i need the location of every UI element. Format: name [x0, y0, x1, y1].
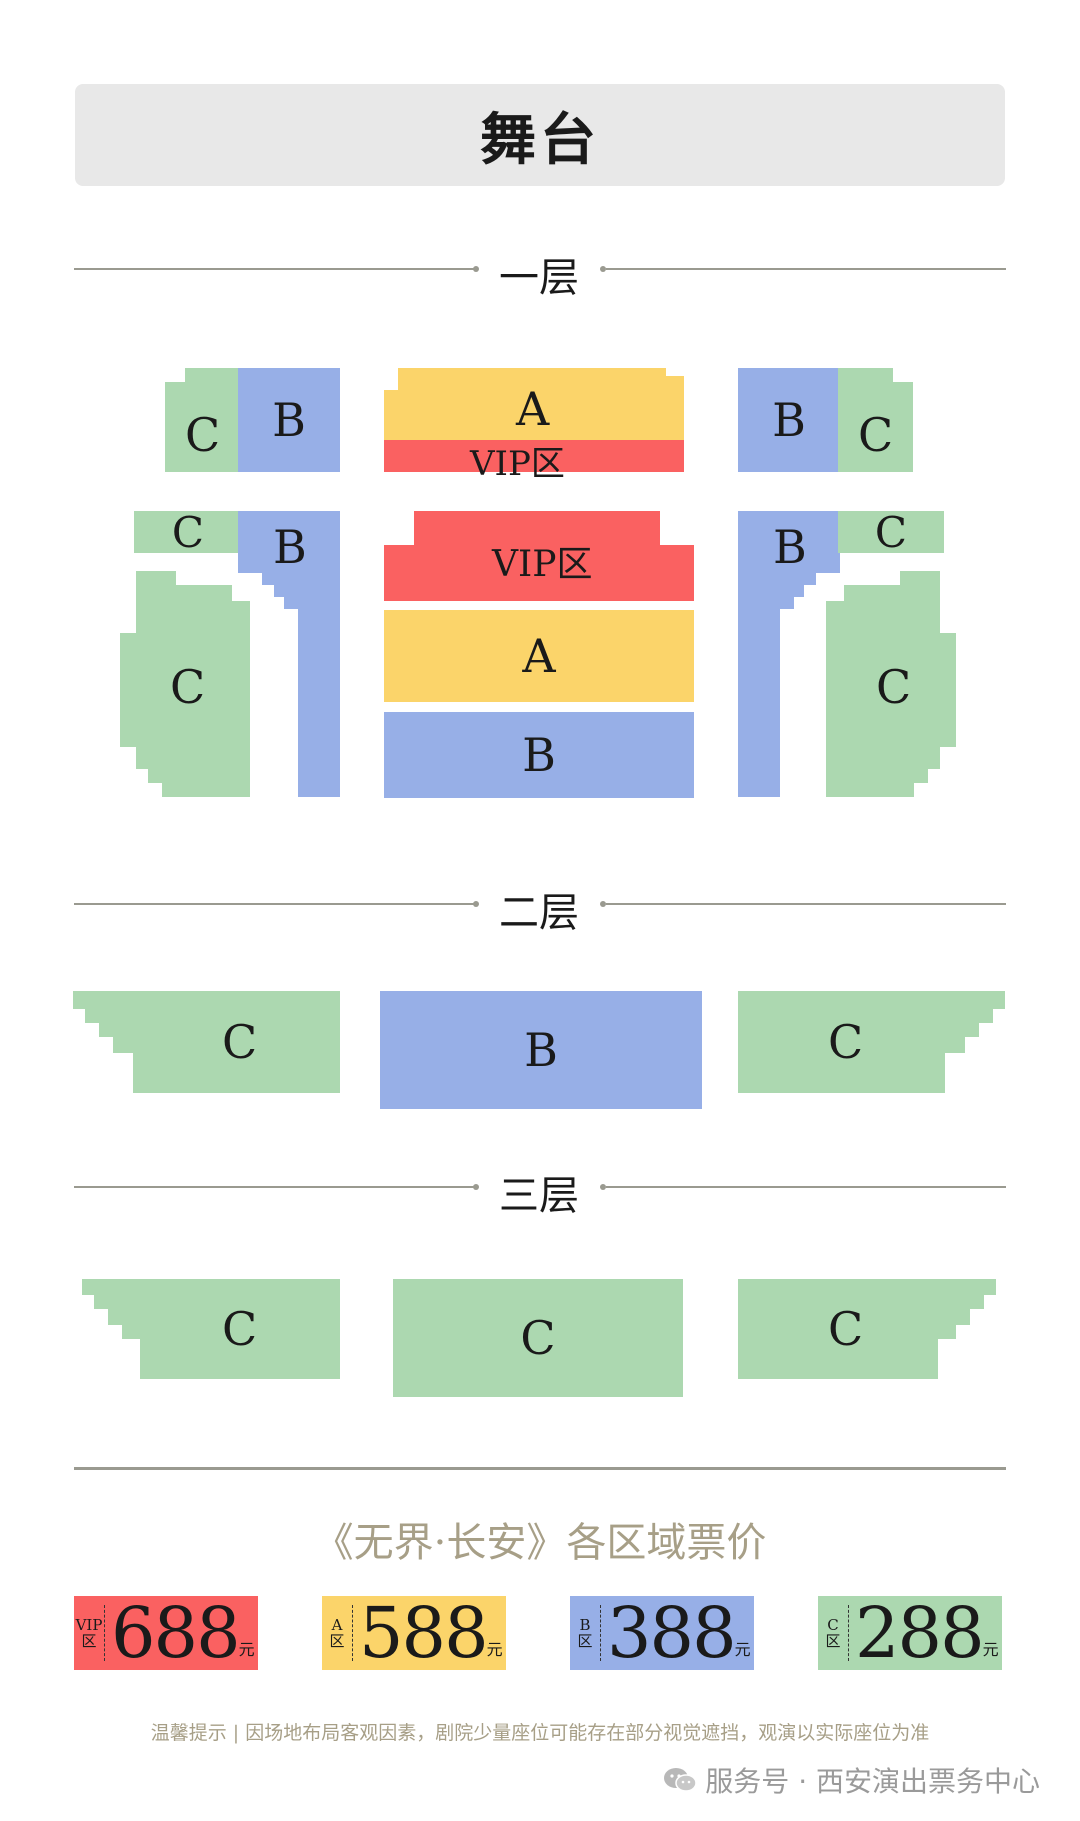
ticket-price: 588 — [359, 1592, 489, 1674]
zone-c-label: C — [520, 1311, 556, 1365]
zone-vip-center-upper — [384, 440, 684, 472]
zone-a-label: A — [516, 382, 550, 436]
footer-text: 服务号 · 西安演出票务中心 — [705, 1765, 1040, 1798]
zone-b-center-lower[interactable]: B — [384, 712, 694, 798]
ticket-tag: A 区 — [322, 1605, 353, 1661]
zone-a-center-upper[interactable] — [384, 368, 684, 472]
ticket-price: 688 — [111, 1592, 241, 1674]
zone-c-floor2-left[interactable] — [73, 991, 340, 1093]
zone-b-left-upper[interactable]: B — [238, 368, 340, 472]
price-ticket-a: A 区 588 元 — [322, 1592, 506, 1674]
price-ticket-vip: VIP 区 688 元 — [74, 1592, 258, 1674]
zone-c-right-big[interactable] — [826, 571, 958, 797]
ticket-price: 388 — [607, 1592, 737, 1674]
ticket-tag-top: B — [579, 1616, 591, 1634]
ticket-tag: C 区 — [818, 1605, 849, 1661]
zone-c-label: C — [222, 1302, 258, 1356]
price-ticket-c: C 区 288 元 — [818, 1592, 1002, 1674]
divider-dot — [600, 266, 606, 272]
divider-dot — [600, 901, 606, 907]
zone-b-label: B — [272, 393, 306, 447]
ticket-tag-bottom: 区 — [81, 1632, 97, 1650]
zone-c-left-small[interactable]: C — [134, 508, 242, 557]
zone-c-right-upper[interactable] — [838, 368, 913, 472]
ticket-unit: 元 — [486, 1640, 503, 1659]
zone-b-label: B — [772, 393, 806, 447]
zone-c-right-small[interactable]: C — [838, 508, 944, 557]
zone-b-label: B — [773, 520, 807, 574]
ticket-unit: 元 — [734, 1640, 751, 1659]
ticket-tag-top: A — [331, 1616, 343, 1634]
stage-label: 舞台 — [480, 106, 600, 173]
zone-c-label: C — [876, 660, 912, 714]
zone-vip-label: VIP区 — [470, 444, 565, 484]
price-title: 《无界·长安》各区域票价 — [313, 1520, 767, 1566]
wechat-icon — [664, 1768, 698, 1792]
divider-line — [74, 1186, 474, 1188]
floor-3-label: 三层 — [499, 1173, 579, 1219]
zone-c-label: C — [828, 1302, 864, 1356]
price-divider — [74, 1467, 1006, 1470]
ticket-tag-top: VIP — [75, 1616, 103, 1634]
notice-text: 温馨提示 | 因场地布局客观因素，剧院少量座位可能存在部分视觉遮挡，观演以实际座… — [150, 1722, 930, 1744]
zone-b-floor2-center[interactable]: B — [380, 991, 702, 1109]
floor-1-label: 一层 — [499, 255, 579, 301]
divider-line — [74, 903, 474, 905]
zone-b-right-upper[interactable]: B — [738, 368, 840, 472]
divider-line — [74, 268, 474, 270]
price-ticket-b: B 区 388 元 — [570, 1592, 754, 1674]
ticket-tag: VIP 区 — [74, 1605, 105, 1661]
zone-a-label: A — [522, 629, 556, 683]
divider-line — [606, 903, 1006, 905]
ticket-tag-bottom: 区 — [329, 1632, 345, 1650]
floor-2-label: 二层 — [499, 890, 579, 936]
ticket-tag-bottom: 区 — [577, 1632, 593, 1650]
zone-c-label: C — [185, 408, 221, 462]
zone-c-floor3-center[interactable]: C — [393, 1279, 683, 1397]
zone-c-floor3-left[interactable] — [82, 1279, 340, 1379]
divider-dot — [600, 1184, 606, 1190]
ticket-unit: 元 — [982, 1640, 999, 1659]
zone-c-left-big[interactable] — [120, 571, 252, 797]
zone-vip-label: VIP区 — [492, 544, 593, 585]
zone-c-label: C — [858, 408, 894, 462]
zone-c-label: C — [874, 507, 908, 557]
zone-b-label: B — [522, 728, 556, 782]
zone-c-floor2-right[interactable] — [738, 991, 1005, 1093]
ticket-tag-bottom: 区 — [825, 1632, 841, 1650]
ticket-tag: B 区 — [570, 1605, 601, 1661]
divider-dot — [473, 1184, 479, 1190]
zone-c-label: C — [828, 1015, 864, 1069]
zone-a-center-lower[interactable]: A — [384, 610, 694, 702]
zone-c-label: C — [171, 507, 205, 557]
ticket-unit: 元 — [238, 1640, 255, 1659]
divider-dot — [473, 266, 479, 272]
zone-vip-center-lower[interactable] — [384, 511, 694, 601]
stage: 舞台 — [75, 84, 1005, 186]
zone-c-left-upper[interactable] — [165, 368, 240, 472]
divider-line — [606, 268, 1006, 270]
zone-b-left-lower[interactable] — [238, 511, 340, 797]
zone-c-label: C — [170, 660, 206, 714]
zone-c-label: C — [222, 1015, 258, 1069]
zone-b-label: B — [524, 1023, 558, 1077]
ticket-tag-top: C — [827, 1616, 839, 1634]
zone-c-floor3-right[interactable] — [738, 1279, 996, 1379]
zone-b-right-lower[interactable] — [738, 511, 840, 797]
divider-line — [606, 1186, 1006, 1188]
ticket-price: 288 — [855, 1592, 985, 1674]
divider-dot — [473, 901, 479, 907]
zone-b-label: B — [273, 520, 307, 574]
footer: 服务号 · 西安演出票务中心 — [663, 1760, 1040, 1800]
